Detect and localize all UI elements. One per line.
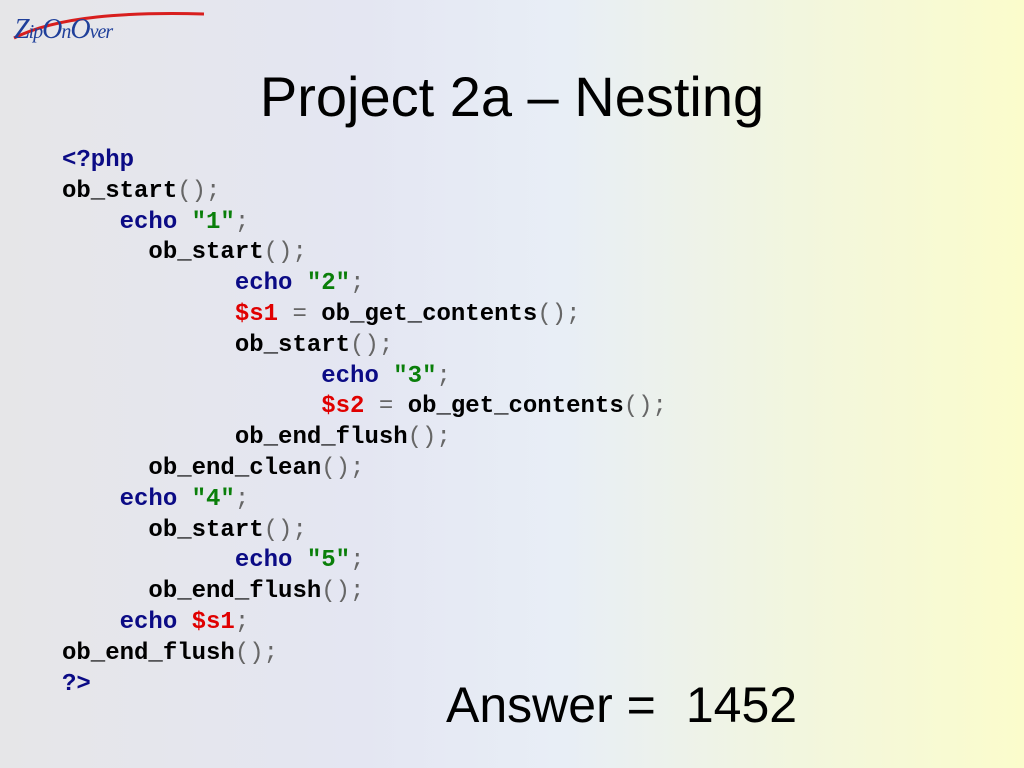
slide-title: Project 2a – Nesting <box>259 65 765 128</box>
code-line: echo "3"; <box>62 362 667 393</box>
code-token: = <box>278 300 322 328</box>
code-token: (); <box>623 393 667 421</box>
code-token: ; <box>350 547 365 575</box>
logo-swoosh <box>13 12 205 40</box>
code-token <box>62 517 148 544</box>
code-token <box>62 455 148 482</box>
code-token: ob_end_clean <box>148 454 322 482</box>
code-token: ob_start <box>148 516 264 544</box>
code-token: (); <box>537 300 581 328</box>
code-token: <?php <box>62 147 135 174</box>
code-token <box>62 209 120 236</box>
code-token <box>292 270 306 297</box>
code-token: (); <box>321 454 365 482</box>
code-token: (); <box>350 331 394 359</box>
code-token: "2" <box>306 270 351 298</box>
code-line: $s2 = ob_get_contents(); <box>62 392 667 423</box>
code-token <box>379 363 393 390</box>
code-line: ob_end_flush(); <box>62 639 667 670</box>
code-token <box>62 363 321 390</box>
code-token <box>292 547 306 574</box>
answer-label: Answer = <box>446 677 656 733</box>
code-line: ob_end_clean(); <box>62 454 667 485</box>
code-token: ; <box>436 362 451 390</box>
code-token <box>177 486 191 513</box>
code-token: ob_end_flush <box>148 578 322 606</box>
zipnover-logo: ZipOnOver <box>8 8 208 54</box>
code-token <box>177 609 191 636</box>
code-line: echo $s1; <box>62 608 667 639</box>
code-token: (); <box>263 516 307 544</box>
code-token: ob_end_flush <box>234 424 408 452</box>
code-line: ob_start(); <box>62 238 667 269</box>
code-token: ; <box>350 270 365 298</box>
code-line: ob_end_flush(); <box>62 577 667 608</box>
code-token: $s2 <box>321 393 365 421</box>
code-line: $s1 = ob_get_contents(); <box>62 300 667 331</box>
code-line: <?php <box>62 146 667 177</box>
code-line: ob_start(); <box>62 516 667 547</box>
code-token: (); <box>407 424 451 452</box>
code-line: echo "1"; <box>62 208 667 239</box>
code-token: ob_start <box>148 239 264 267</box>
logo-wordmark: ZipOnOver <box>14 14 113 45</box>
code-token <box>62 424 235 451</box>
code-token: ob_start <box>62 177 178 205</box>
code-token: ob_get_contents <box>407 393 624 421</box>
code-token: ob_get_contents <box>321 300 538 328</box>
code-token: ?> <box>62 670 91 698</box>
code-token: ; <box>234 485 250 513</box>
code-token: ; <box>234 608 250 636</box>
answer-value: 1452 <box>685 677 798 733</box>
code-line: echo "5"; <box>62 546 667 577</box>
code-token: ob_end_flush <box>62 639 235 667</box>
code-token: "1" <box>191 208 235 236</box>
answer-line: Answer = 1452 <box>446 676 797 734</box>
code-token <box>177 209 191 236</box>
code-token: ; <box>234 208 250 236</box>
code-line: ?> <box>62 670 667 701</box>
code-line: ob_start(); <box>62 177 667 208</box>
code-token <box>62 332 235 359</box>
code-token <box>62 578 148 605</box>
code-token <box>62 547 235 574</box>
code-token: (); <box>263 239 307 267</box>
code-token <box>62 609 120 636</box>
code-token: echo <box>234 547 293 575</box>
code-line: echo "4"; <box>62 485 667 516</box>
code-line: echo "2"; <box>62 269 667 300</box>
code-token <box>62 393 321 420</box>
code-token: "3" <box>393 362 437 390</box>
code-token: echo <box>119 208 178 236</box>
code-token: ob_start <box>234 331 351 359</box>
code-token <box>62 239 148 266</box>
code-token <box>62 270 235 297</box>
code-token: $s1 <box>191 608 235 636</box>
code-token: echo <box>119 485 178 513</box>
code-token: = <box>364 393 408 421</box>
code-token: (); <box>321 578 365 606</box>
code-token <box>62 486 120 513</box>
code-token: (); <box>234 639 279 667</box>
code-token: echo <box>321 362 379 390</box>
code-token: "5" <box>306 547 351 575</box>
code-token: $s1 <box>234 300 279 328</box>
code-token: "4" <box>191 485 235 513</box>
code-token: echo <box>234 270 293 298</box>
code-token <box>62 301 235 328</box>
code-token: (); <box>177 177 221 205</box>
code-line: ob_start(); <box>62 331 667 362</box>
code-line: ob_end_flush(); <box>62 423 667 454</box>
code-token: echo <box>119 608 178 636</box>
